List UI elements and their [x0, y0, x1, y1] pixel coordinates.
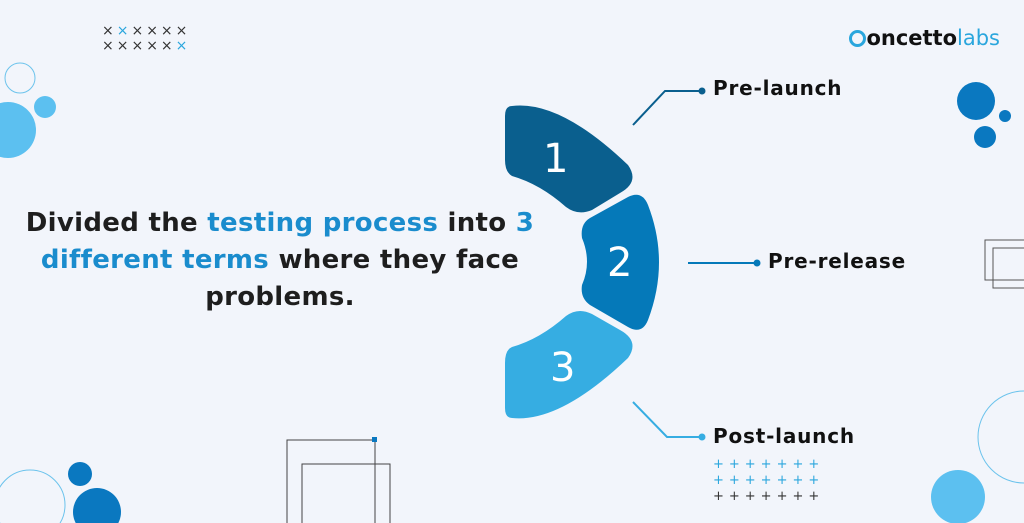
circle-decoration — [974, 126, 996, 148]
headline: Divided the testing process into 3 diffe… — [25, 208, 535, 312]
headline-highlight: testing process — [207, 208, 439, 238]
step-1-number: 1 — [543, 136, 569, 182]
step-2-segment — [581, 194, 659, 330]
step-3-segment — [505, 310, 633, 419]
step-2-number: 2 — [607, 240, 633, 286]
concettolabs-logo: oncettolabs — [849, 26, 1000, 50]
square-outline-decoration — [992, 247, 1024, 289]
connector-line-3 — [632, 401, 702, 438]
connector-line-1 — [632, 90, 702, 126]
circle-decoration — [73, 488, 121, 523]
step-1-label: Pre-launch — [713, 76, 843, 100]
circle-decoration — [68, 462, 92, 486]
circle-outline-decoration — [0, 469, 66, 523]
circle-decoration — [34, 96, 56, 118]
headline-highlight: 3 different terms — [40, 208, 535, 275]
plus-pattern-decoration: +++++++ +++++++ +++++++ — [713, 457, 825, 504]
step-3-number: 3 — [550, 345, 576, 391]
step-1-segment — [505, 105, 633, 213]
circle-decoration — [999, 110, 1011, 122]
square-outline-decoration — [286, 439, 376, 523]
x-pattern-decoration: ×××××× ×××××× — [102, 23, 191, 54]
square-outline-decoration — [301, 463, 391, 523]
circle-decoration — [0, 102, 36, 158]
square-outline-decoration — [984, 239, 1024, 281]
circle-outline-decoration — [4, 62, 36, 94]
circle-outline-decoration — [977, 390, 1024, 484]
logo-c-icon — [849, 30, 867, 47]
circle-decoration — [957, 82, 995, 120]
step-3-label: Post-launch — [713, 424, 855, 448]
step-2-label: Pre-release — [768, 249, 906, 273]
circle-decoration — [931, 470, 985, 523]
